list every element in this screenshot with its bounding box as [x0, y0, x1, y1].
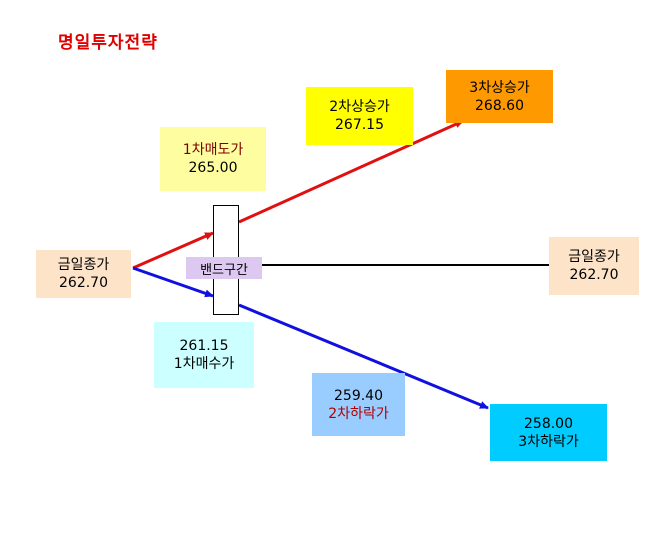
rise3-box: 3차상승가 268.60	[446, 70, 553, 123]
page-title: 명일투자전략	[58, 33, 158, 53]
current-close-value: 262.70	[59, 275, 108, 291]
buy1-box: 261.15 1차매수가	[154, 322, 254, 388]
fall3-box: 258.00 3차하락가	[490, 404, 607, 461]
current-close-right-value: 262.70	[569, 267, 619, 283]
fall2-label: 2차하락가	[328, 405, 389, 422]
sell1-label: 1차매도가	[182, 142, 244, 158]
band-range-label: 밴드구간	[186, 257, 262, 279]
arrow-down-to-fall3	[238, 303, 489, 410]
current-close-right-label: 금일종가	[568, 249, 620, 265]
buy1-value: 261.15	[179, 338, 229, 354]
rise2-box: 2차상승가 267.15	[306, 87, 413, 145]
current-close-right-box: 금일종가 262.70	[549, 237, 639, 295]
fall3-label: 3차하락가	[518, 433, 579, 450]
rise3-label: 3차상승가	[469, 79, 530, 96]
arrow-down-to-band	[132, 266, 214, 298]
fall2-box: 259.40 2차하락가	[312, 373, 405, 436]
buy1-label: 1차매수가	[173, 356, 235, 372]
sell1-value: 265.00	[188, 160, 238, 176]
current-close-box: 금일종가 262.70	[36, 250, 131, 298]
arrow-up-to-band	[132, 231, 214, 270]
rise2-label: 2차상승가	[329, 99, 390, 115]
arrow-up-to-rise3	[238, 119, 464, 224]
rise3-value: 268.60	[475, 97, 524, 114]
fall2-value: 259.40	[334, 387, 383, 404]
fall3-value: 258.00	[524, 415, 573, 432]
sell1-box: 1차매도가 265.00	[160, 127, 266, 191]
current-close-label: 금일종가	[57, 257, 110, 273]
rise2-value: 267.15	[335, 117, 384, 133]
